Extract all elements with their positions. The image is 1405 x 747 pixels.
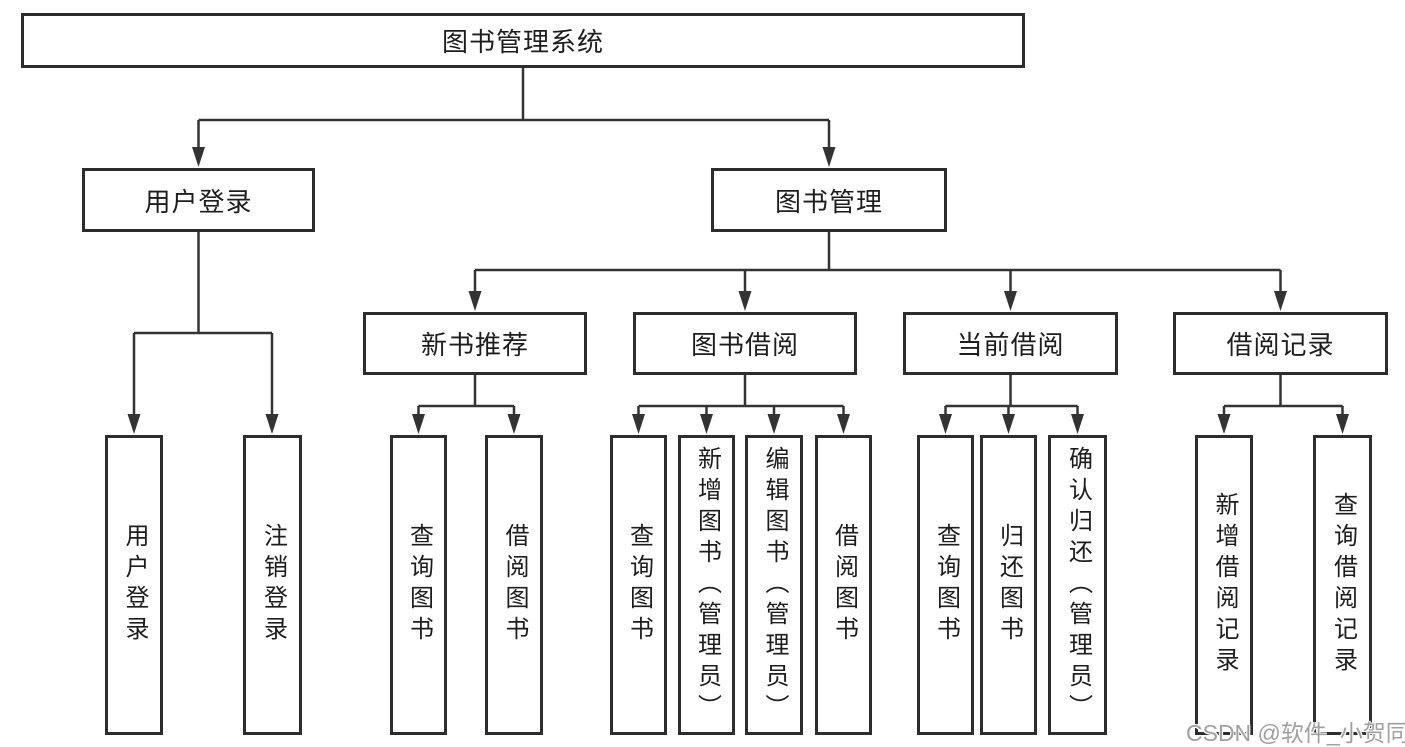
leaf-current-query-books-label: 查询图书 xyxy=(932,523,960,647)
node-new-book-recommend-label: 新书推荐 xyxy=(420,330,529,360)
leaf-recommend-borrow-books-label: 借阅图书 xyxy=(501,523,528,647)
node-book-borrowing: 图书借阅 xyxy=(633,312,857,375)
leaf-user-login: 用户登录 xyxy=(105,435,163,735)
node-root-label: 图书管理系统 xyxy=(441,27,604,57)
node-new-book-recommend: 新书推荐 xyxy=(363,312,587,375)
node-borrowing-records-label: 借阅记录 xyxy=(1226,330,1335,360)
node-root: 图书管理系统 xyxy=(21,13,1025,68)
node-borrowing-records: 借阅记录 xyxy=(1173,312,1388,375)
leaf-borrowing-query-books: 查询图书 xyxy=(610,435,667,735)
leaf-borrowing-borrow-books: 借阅图书 xyxy=(815,435,872,735)
leaf-current-query-books: 查询图书 xyxy=(917,435,974,735)
leaf-logout: 注销登录 xyxy=(243,435,302,735)
leaf-user-login-label: 用户登录 xyxy=(121,523,148,647)
node-book-management: 图书管理 xyxy=(711,168,947,232)
node-current-borrowing: 当前借阅 xyxy=(903,312,1118,375)
leaf-borrowing-edit-books-admin: 编辑图书（管理员） xyxy=(745,435,803,735)
leaf-records-add-record-label: 新增借阅记录 xyxy=(1211,492,1238,678)
leaf-logout-label: 注销登录 xyxy=(259,523,287,647)
leaf-current-confirm-return-admin-label: 确认归还（管理员） xyxy=(1064,445,1092,725)
node-user-login: 用户登录 xyxy=(82,168,315,232)
leaf-borrowing-add-books-admin: 新增图书（管理员） xyxy=(678,435,735,735)
leaf-records-query-record: 查询借阅记录 xyxy=(1313,435,1372,735)
leaf-current-return-books: 归还图书 xyxy=(980,435,1037,735)
leaf-records-query-record-label: 查询借阅记录 xyxy=(1329,492,1357,678)
leaf-borrowing-add-books-admin-label: 新增图书（管理员） xyxy=(693,445,721,725)
csdn-watermark: CSDN @软件_小贺同学 xyxy=(1186,720,1405,746)
connector-paths xyxy=(132,68,1344,418)
leaf-borrowing-borrow-books-label: 借阅图书 xyxy=(830,523,858,647)
leaf-current-confirm-return-admin: 确认归还（管理员） xyxy=(1048,435,1107,735)
leaf-borrowing-query-books-label: 查询图书 xyxy=(625,523,653,647)
node-book-borrowing-label: 图书借阅 xyxy=(690,330,799,360)
leaf-recommend-borrow-books: 借阅图书 xyxy=(485,435,543,735)
node-book-management-label: 图书管理 xyxy=(774,186,883,217)
leaf-recommend-query-books-label: 查询图书 xyxy=(405,523,433,647)
leaf-recommend-query-books: 查询图书 xyxy=(390,435,447,735)
node-user-login-label: 用户登录 xyxy=(144,186,253,217)
leaf-borrowing-edit-books-admin-label: 编辑图书（管理员） xyxy=(761,445,788,725)
leaf-records-add-record: 新增借阅记录 xyxy=(1195,435,1253,735)
node-current-borrowing-label: 当前借阅 xyxy=(956,330,1065,360)
leaf-current-return-books-label: 归还图书 xyxy=(995,523,1023,647)
